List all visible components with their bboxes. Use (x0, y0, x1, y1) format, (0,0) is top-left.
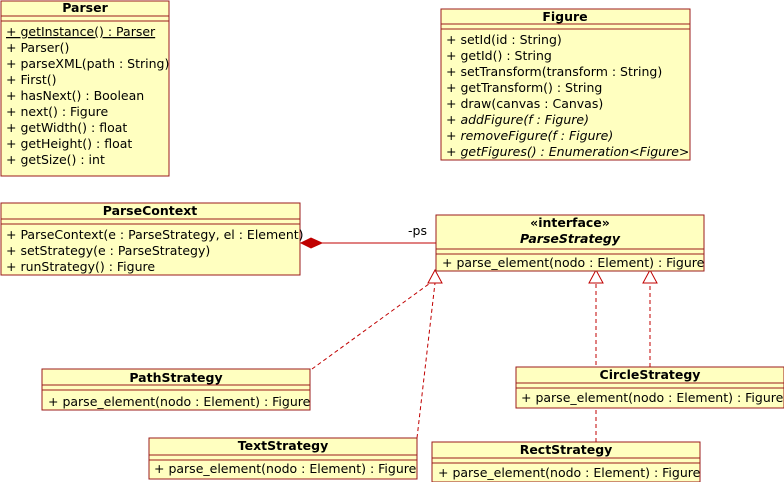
interface-parse-strategy[interactable]: «interface» ParseStrategy + parse_elemen… (435, 214, 705, 272)
composition-diamond (299, 237, 324, 249)
realization-arrowhead-left (427, 268, 443, 284)
class-figure-operation: + setTransform(transform : String) (446, 64, 662, 79)
class-path-strategy-operation: + parse_element(nodo : Element) : Figure (48, 394, 311, 409)
class-rect-strategy-operation: + parse_element(nodo : Element) : Figure (438, 465, 701, 480)
class-parse-context[interactable]: ParseContext + ParseContext(e : ParseStr… (0, 202, 304, 276)
interface-parse-strategy-title: ParseStrategy (520, 231, 621, 246)
class-rect-strategy[interactable]: RectStrategy + parse_element(nodo : Elem… (431, 441, 701, 482)
class-figure-title: Figure (542, 9, 587, 24)
class-figure-operation: + draw(canvas : Canvas) (446, 96, 603, 111)
class-path-strategy-title: PathStrategy (129, 370, 222, 385)
class-parser-operation: + getInstance() : Parser (6, 24, 156, 39)
class-text-strategy-operation: + parse_element(nodo : Element) : Figure (154, 461, 417, 476)
class-circle-strategy[interactable]: CircleStrategy + parse_element(nodo : El… (515, 366, 784, 409)
class-text-strategy-title: TextStrategy (238, 438, 329, 453)
class-path-strategy[interactable]: PathStrategy + parse_element(nodo : Elem… (41, 368, 311, 411)
class-figure-operation: + getId() : String (446, 48, 552, 63)
class-parser-box (0, 0, 170, 177)
class-parser[interactable]: Parser + getInstance() : Parser + Parser… (0, 0, 170, 177)
class-figure-operation: + addFigure(f : Figure) (446, 112, 589, 127)
class-text-strategy-box (148, 437, 418, 480)
relations: -ps (299, 223, 658, 442)
class-figure-operation: + getTransform() : String (446, 80, 602, 95)
realization-path-line (311, 280, 434, 370)
interface-parse-strategy-operation: + parse_element(nodo : Element) : Figure (442, 255, 705, 270)
class-parser-operation: + parseXML(path : String) (6, 56, 169, 71)
class-circle-strategy-operation: + parse_element(nodo : Element) : Figure (521, 390, 784, 405)
class-figure-box (440, 8, 691, 161)
class-parser-operation: + next() : Figure (6, 104, 109, 119)
class-parse-context-box (0, 202, 301, 276)
class-parse-context-operation: + ParseContext(e : ParseStrategy, el : E… (6, 227, 304, 242)
class-figure-operation: + removeFigure(f : Figure) (446, 128, 613, 143)
class-parser-operation: + getSize() : int (6, 152, 105, 167)
realization-arrowhead-rect (588, 268, 604, 284)
class-rect-strategy-box (431, 441, 701, 482)
class-parser-operation: + hasNext() : Boolean (6, 88, 144, 103)
class-figure-operation: + setId(id : String) (446, 32, 562, 47)
class-parse-context-operation: + setStrategy(e : ParseStrategy) (6, 243, 210, 258)
class-parser-operation: + getHeight() : float (6, 136, 132, 151)
realization-text-line (416, 282, 436, 439)
class-rect-strategy-title: RectStrategy (520, 442, 613, 457)
class-parse-context-operation: + runStrategy() : Figure (6, 259, 155, 274)
class-parser-operation: + getWidth() : float (6, 120, 127, 135)
class-circle-strategy-title: CircleStrategy (600, 367, 701, 382)
class-parser-operation: + Parser() (6, 40, 69, 55)
class-text-strategy[interactable]: TextStrategy + parse_element(nodo : Elem… (148, 437, 418, 480)
class-parser-operation: + First() (6, 72, 57, 87)
interface-parse-strategy-box (435, 214, 705, 272)
class-figure-operation: + getFigures() : Enumeration<Figure> (446, 144, 689, 159)
realization-arrowhead-circle (642, 268, 658, 284)
class-parser-title: Parser (62, 0, 108, 15)
class-figure[interactable]: Figure + setId(id : String) + getId() : … (440, 8, 691, 161)
interface-parse-strategy-stereotype: «interface» (530, 215, 610, 230)
role-label-ps: -ps (408, 223, 427, 238)
class-parse-context-title: ParseContext (103, 203, 198, 218)
